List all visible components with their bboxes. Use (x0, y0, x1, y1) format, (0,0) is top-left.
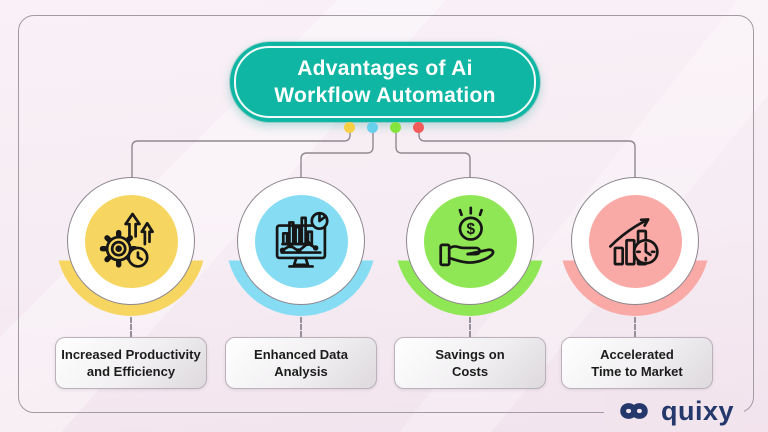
monitor-analytics-icon (275, 211, 329, 268)
connector-dot-red (413, 122, 424, 133)
icon-circle: $ (406, 177, 534, 305)
label-enhanced-data-analysis: Enhanced Data Analysis (225, 337, 377, 389)
connector-dot-green (390, 122, 401, 133)
brand-name: quixy (660, 396, 734, 426)
label-increased-productivity: Increased Productivity and Efficiency (55, 337, 207, 389)
label-savings-on-costs: Savings on Costs (394, 337, 546, 389)
dotted-connector (634, 317, 636, 337)
svg-text:$: $ (466, 221, 475, 238)
connector-dot-yellow (344, 122, 355, 133)
icon-circle (237, 177, 365, 305)
hand-coin-icon: $ (439, 206, 495, 267)
bar-growth-clock-icon (608, 218, 659, 266)
icon-circle (571, 177, 699, 305)
connector-dot-blue (367, 122, 378, 133)
dotted-connector (300, 317, 302, 337)
dotted-connector (130, 317, 132, 337)
quixy-infinity-icon (620, 403, 648, 419)
dotted-connector (469, 317, 471, 337)
title-line-1: Advantages of Ai (297, 57, 473, 80)
label-accelerated-time-to-market: Accelerated Time to Market (561, 337, 713, 389)
card-frame (18, 15, 754, 413)
gear-growth-clock-icon (99, 212, 154, 268)
title-line-2: Workflow Automation (274, 84, 496, 107)
title-banner: Advantages of Ai Workflow Automation (230, 42, 540, 122)
icon-circle (67, 177, 195, 305)
brand-logo: quixy (603, 391, 744, 431)
